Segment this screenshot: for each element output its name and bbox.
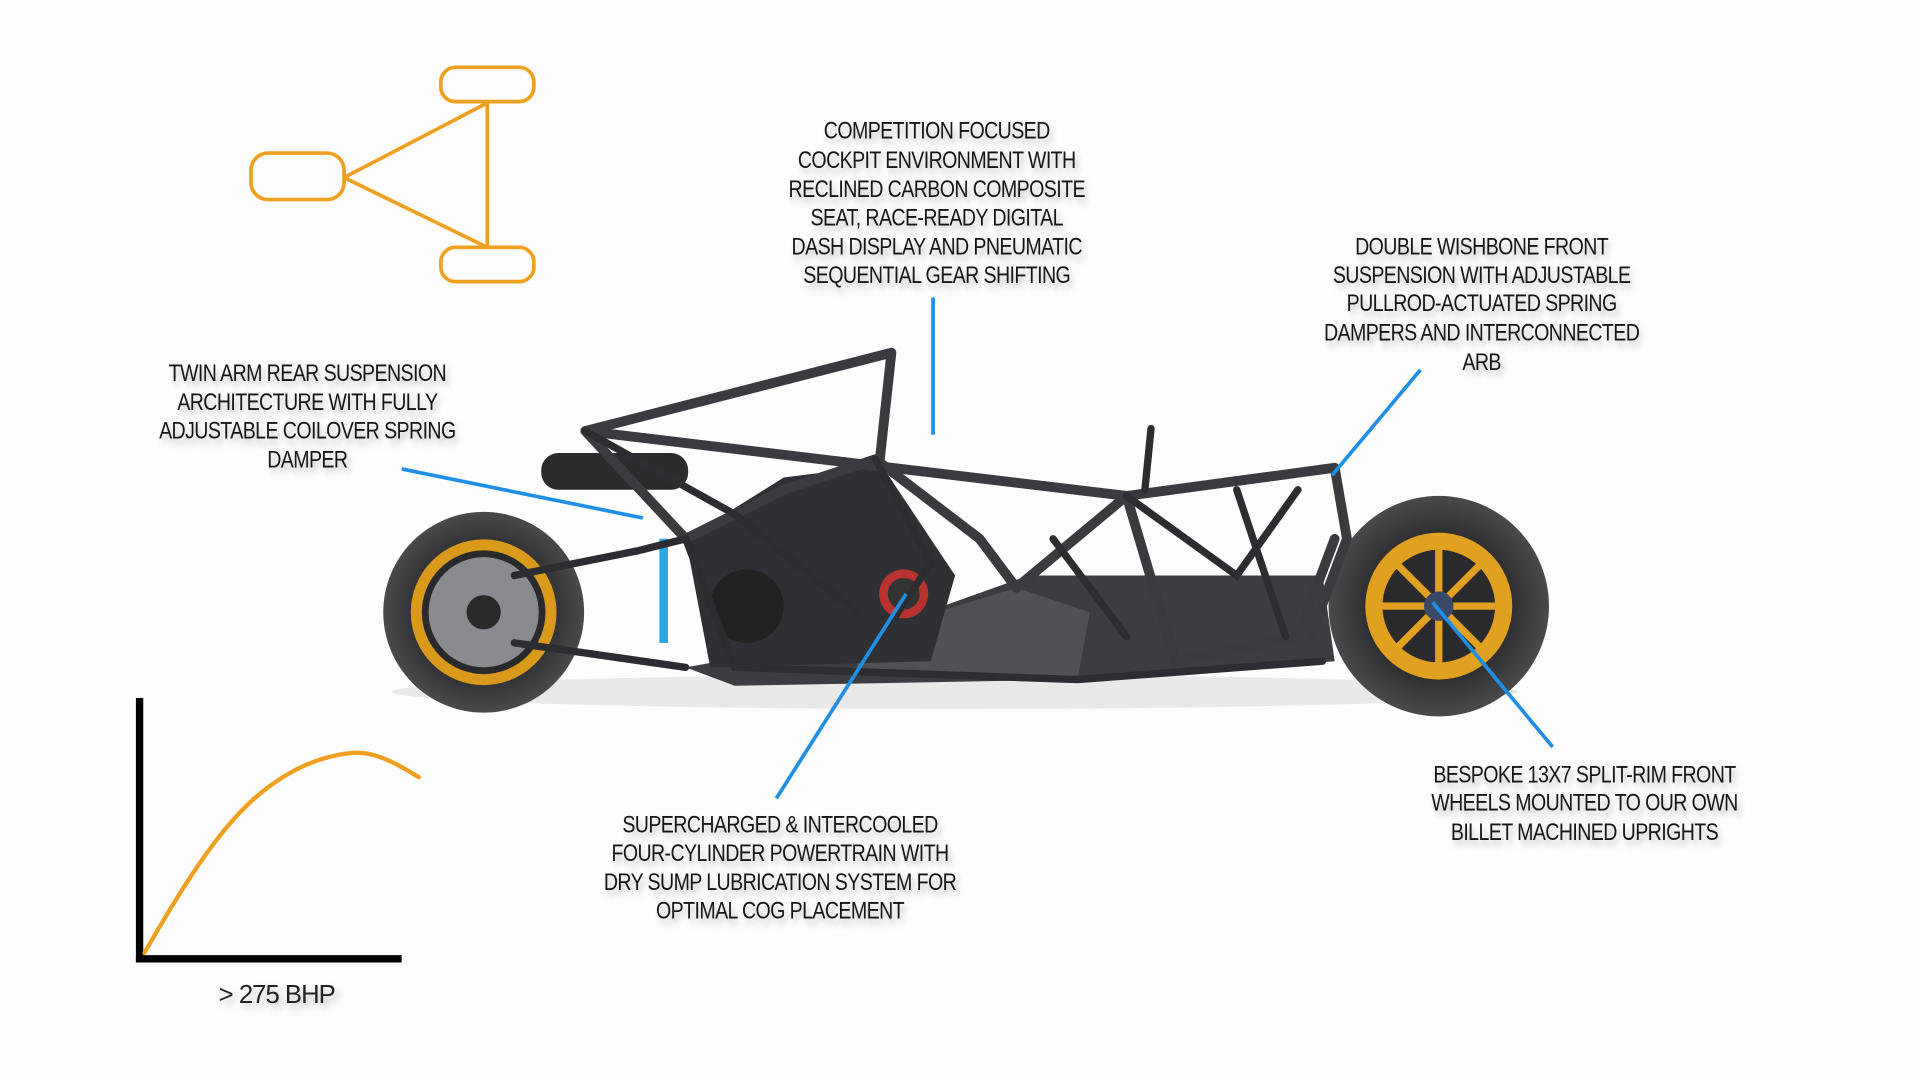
leader-front-suspension [1330,368,1422,477]
callout-line: COCKPIT ENVIRONMENT WITH [798,146,1076,174]
power-curve-icon: > 275 BHP [135,697,421,1009]
leader-powertrain [774,592,908,800]
callout-rear-suspension: TWIN ARM REAR SUSPENSION ARCHITECTURE WI… [159,359,456,474]
callout-line: SEAT, RACE-READY DIGITAL [811,203,1064,231]
callout-line: BILLET MACHINED UPRIGHTS [1451,818,1718,846]
callout-line: ARCHITECTURE WITH FULLY [177,388,438,416]
callout-line: DRY SUMP LUBRICATION SYSTEM FOR [604,868,956,896]
callout-line: OPTIMAL COG PLACEMENT [656,896,905,924]
car-chassis-illustration [383,347,1549,717]
x-axis-label: > 275 BHP [219,981,335,1009]
callout-line: WHEELS MOUNTED TO OUR OWN [1431,789,1737,817]
callout-front-suspension: DOUBLE WISHBONE FRONT SUSPENSION WITH AD… [1324,233,1640,376]
leader-wheels [1431,601,1555,749]
callout-powertrain: SUPERCHARGED & INTERCOOLED FOUR-CYLINDER… [604,811,957,924]
callout-line: DASH DISPLAY AND PNEUMATIC [792,233,1083,261]
callout-line: DAMPER [267,446,347,474]
leader-rear-suspension [401,467,644,520]
callout-cockpit: COMPETITION FOCUSED COCKPIT ENVIRONMENT … [789,116,1086,289]
three-wheel-layout-icon [249,65,536,284]
callout-line: SUSPENSION WITH ADJUSTABLE [1333,261,1631,289]
callout-line: PULLROD-ACTUATED SPRING [1347,289,1617,317]
callout-line: SUPERCHARGED & INTERCOOLED [622,811,937,839]
callout-line: FOUR-CYLINDER POWERTRAIN WITH [611,839,948,867]
callout-line: TWIN ARM REAR SUSPENSION [169,359,446,387]
callout-wheels: BESPOKE 13X7 SPLIT-RIM FRONT WHEELS MOUN… [1431,760,1738,846]
callout-line: DAMPERS AND INTERCONNECTED [1324,318,1639,346]
callout-line: SEQUENTIAL GEAR SHIFTING [803,261,1070,289]
callout-line: COMPETITION FOCUSED [824,116,1050,144]
callout-line: BESPOKE 13X7 SPLIT-RIM FRONT [1433,760,1736,788]
callout-line: ARB [1462,348,1500,376]
power-curve-line [142,750,421,955]
callout-line: DOUBLE WISHBONE FRONT [1355,233,1609,261]
callout-line: RECLINED CARBON COMPOSITE [789,175,1085,203]
callout-line: ADJUSTABLE COILOVER SPRING [159,416,456,444]
